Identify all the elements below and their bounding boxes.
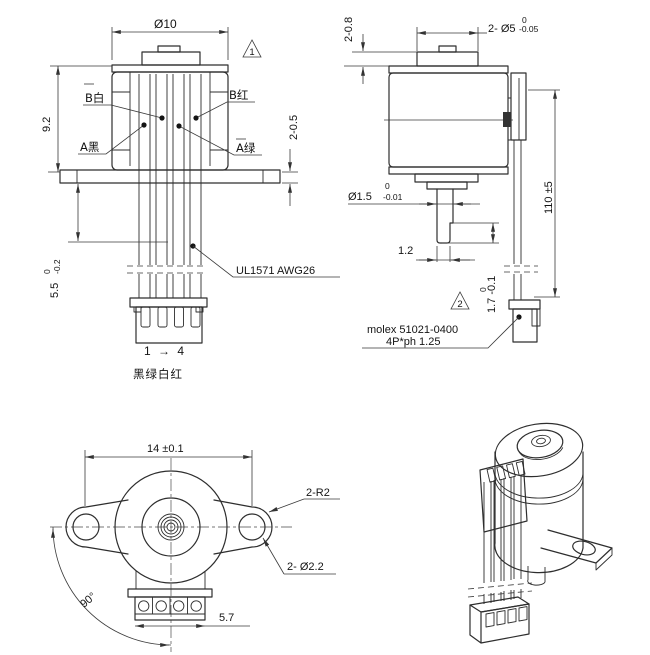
dim-flat-width: 1.2 (398, 245, 475, 263)
isometric-view (467, 422, 613, 644)
lead-length-lower-tol: -0.2 (52, 259, 62, 274)
side-pcb-and-wires (503, 72, 538, 300)
dim-boss-dia: 2- Ø5 0 -0.05 (416, 15, 539, 51)
b-red-label: B红 (229, 88, 248, 102)
a-green-label: A绿 (236, 141, 256, 155)
ear-radius-callout: 2-R2 (268, 487, 340, 513)
shaft-dia-upper-tol: 0 (385, 181, 390, 191)
b-white-wire-dot (159, 115, 165, 121)
flag2-number: 2 (457, 299, 462, 310)
dim-cap-height: 2-0.8 (343, 17, 417, 84)
a-green-wire-dot (176, 123, 182, 129)
dim-flange-thickness: 2-0.5 (282, 115, 300, 206)
flag-note-1: 1 (242, 39, 262, 58)
molex-connector (508, 299, 541, 343)
coil-label-b-white: B白 (83, 83, 165, 121)
flat-length-label: 1.7 -0.1 (486, 276, 498, 313)
wire-spec-label: UL1571 AWG26 (236, 265, 315, 277)
dim-angle: 90° (50, 526, 172, 648)
flat-width-label: 1.2 (398, 245, 413, 257)
hole-dia-callout: 2- Ø2.2 (262, 537, 336, 575)
flat-length-upper-tol: 0 (478, 287, 488, 292)
hole-dia-label: 2- Ø2.2 (287, 561, 324, 573)
bottom-view: 14 ±0.1 2-R2 2- Ø2.2 90° 5.7 (50, 443, 340, 652)
dim-flat-length: 1.7 -0.1 0 (442, 222, 499, 313)
mount-span-label: 14 ±0.1 (147, 443, 184, 455)
wire-length-label: 110 ±5 (543, 181, 555, 214)
front-connector (129, 297, 208, 344)
iso-wire-break-lines (467, 582, 533, 598)
flange-thickness-label: 2-0.5 (288, 115, 300, 140)
coil-label-a-green: A绿 (176, 123, 262, 156)
bottom-body (114, 470, 228, 584)
dim-shaft-dia: Ø1.5 0 -0.01 (348, 181, 480, 207)
output-shaft (436, 188, 454, 244)
b-white-label: B白 (85, 91, 104, 105)
wire-break-lines (127, 265, 204, 274)
front-view: Ø10 1 9.2 2-0.5 5.5 (41, 17, 340, 381)
dim-dia10: Ø10 (111, 17, 229, 60)
molex-pitch-label: 4P*ph 1.25 (386, 336, 440, 348)
dim-mount-span: 14 ±0.1 (84, 443, 253, 506)
angle-label: 90° (78, 590, 98, 610)
coil-label-b-red: B红 (193, 88, 255, 121)
molex-part-label: molex 51021-0400 (367, 324, 458, 336)
motor-body-outline (59, 45, 281, 184)
iso-wires (467, 475, 533, 604)
height-label: 9.2 (41, 117, 53, 132)
boss-dia-upper-tol: 0 (522, 15, 527, 25)
boss-dia-label: 2- Ø5 (488, 23, 516, 35)
iso-flange (540, 529, 613, 571)
dim-connector-width: 5.7 (135, 612, 250, 629)
iso-pcb-plate (479, 458, 528, 533)
bottom-connector (127, 571, 213, 621)
lead-length-label: 5.5 (49, 283, 61, 298)
dia10-label: Ø10 (154, 17, 177, 31)
ear-radius-label: 2-R2 (306, 487, 330, 499)
shaft-dia-lower-tol: -0.01 (383, 192, 403, 202)
solder-tab (503, 112, 511, 127)
boss-dia-lower-tol: -0.05 (519, 24, 539, 34)
pin-colors-label: 黑绿白红 (133, 367, 183, 381)
iso-motor (494, 422, 584, 586)
dim-wire-length: 110 ±5 (528, 89, 560, 298)
iso-connector (469, 596, 530, 644)
side-wire-break-lines (504, 265, 538, 273)
b-red-wire-dot (193, 115, 199, 121)
side-body-outline (384, 45, 513, 190)
lead-wires (127, 74, 204, 298)
coil-label-a-black: A黑 (78, 122, 147, 155)
a-black-label: A黑 (80, 140, 99, 154)
side-view: 2-0.8 2- Ø5 0 -0.05 Ø1.5 0 -0.01 1.2 (343, 15, 560, 349)
shaft-dia-label: Ø1.5 (348, 191, 372, 203)
molex-callout: molex 51021-0400 4P*ph 1.25 (362, 314, 522, 349)
a-black-wire-dot (141, 122, 147, 128)
mounting-ears (65, 499, 273, 555)
dim-lead-length: 5.5 0 -0.2 (42, 184, 168, 298)
lead-length-upper-tol: 0 (42, 269, 52, 274)
centerlines (50, 458, 292, 652)
cap-height-label: 2-0.8 (343, 17, 355, 42)
pin-range-label: 1 → 4 (144, 344, 186, 358)
connector-width-label: 5.7 (219, 612, 234, 624)
wire-spec-callout: UL1571 AWG26 (190, 243, 340, 278)
flag1-number: 1 (249, 47, 254, 58)
flag-note-2: 2 (450, 291, 470, 310)
dim-height-92: 9.2 (41, 65, 112, 173)
